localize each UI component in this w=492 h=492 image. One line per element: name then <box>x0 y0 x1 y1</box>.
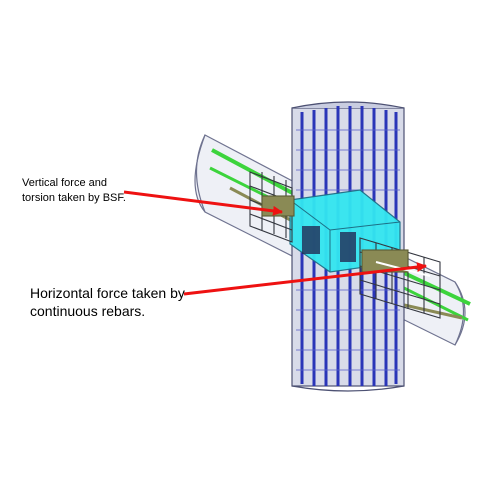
horizontal-force-label: Horizontal force taken by continuous reb… <box>30 285 185 319</box>
vertical-force-label: Vertical force and torsion taken by BSF. <box>22 177 126 204</box>
vertical-force-arrow <box>123 190 283 216</box>
horizontal-force-arrow <box>183 262 427 296</box>
